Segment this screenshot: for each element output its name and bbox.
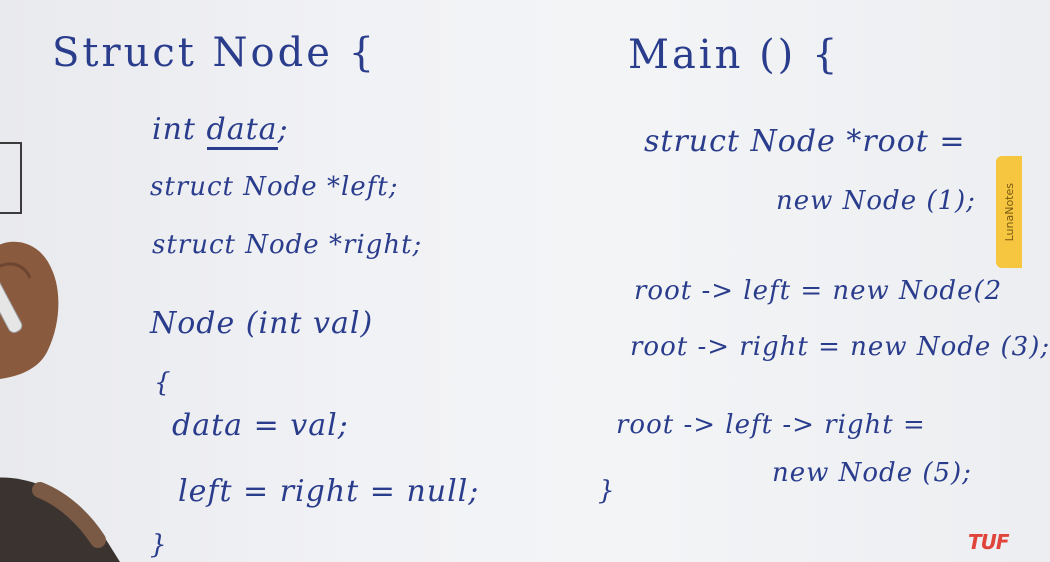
code-line-root-left: root -> left = new Node(2: [634, 276, 1003, 306]
code-line-left-pointer: struct Node *left;: [150, 172, 399, 202]
code-line-root-right: root -> right = new Node (3);: [630, 332, 1050, 362]
tuf-logo: TUF: [968, 530, 1010, 554]
semicolon: ;: [277, 112, 289, 147]
code-line-assign-data: data = val;: [172, 408, 349, 443]
code-line-new-node-1: new Node (1);: [776, 186, 976, 216]
hand-holding-marker: [0, 241, 59, 379]
code-line-constructor: Node (int val): [150, 306, 374, 341]
int-keyword: int: [152, 112, 207, 147]
code-line-open-brace: {: [154, 368, 172, 398]
code-line-new-node-5: new Node (5);: [772, 458, 972, 488]
code-line-root-left-right: root -> left -> right =: [616, 410, 926, 440]
code-line-right-pointer: struct Node *right;: [152, 230, 423, 260]
code-line-close-brace: }: [150, 530, 168, 560]
partial-box-drawing: [0, 142, 22, 214]
code-line-root-decl: struct Node *root =: [644, 124, 966, 159]
main-heading: Main () {: [628, 32, 841, 78]
main-close-brace: }: [598, 476, 616, 506]
presenter-arm: [0, 477, 120, 562]
whiteboard: Struct Node { int data; struct Node *lef…: [0, 30, 1049, 562]
code-line-null-children: left = right = null;: [178, 474, 480, 509]
data-variable: data: [206, 112, 278, 150]
lunanotes-side-tab[interactable]: LunaNotes: [996, 156, 1022, 268]
struct-node-heading: Struct Node {: [52, 30, 378, 76]
code-line-int-data: int data;: [152, 112, 289, 150]
side-tab-label: LunaNotes: [1002, 182, 1016, 242]
